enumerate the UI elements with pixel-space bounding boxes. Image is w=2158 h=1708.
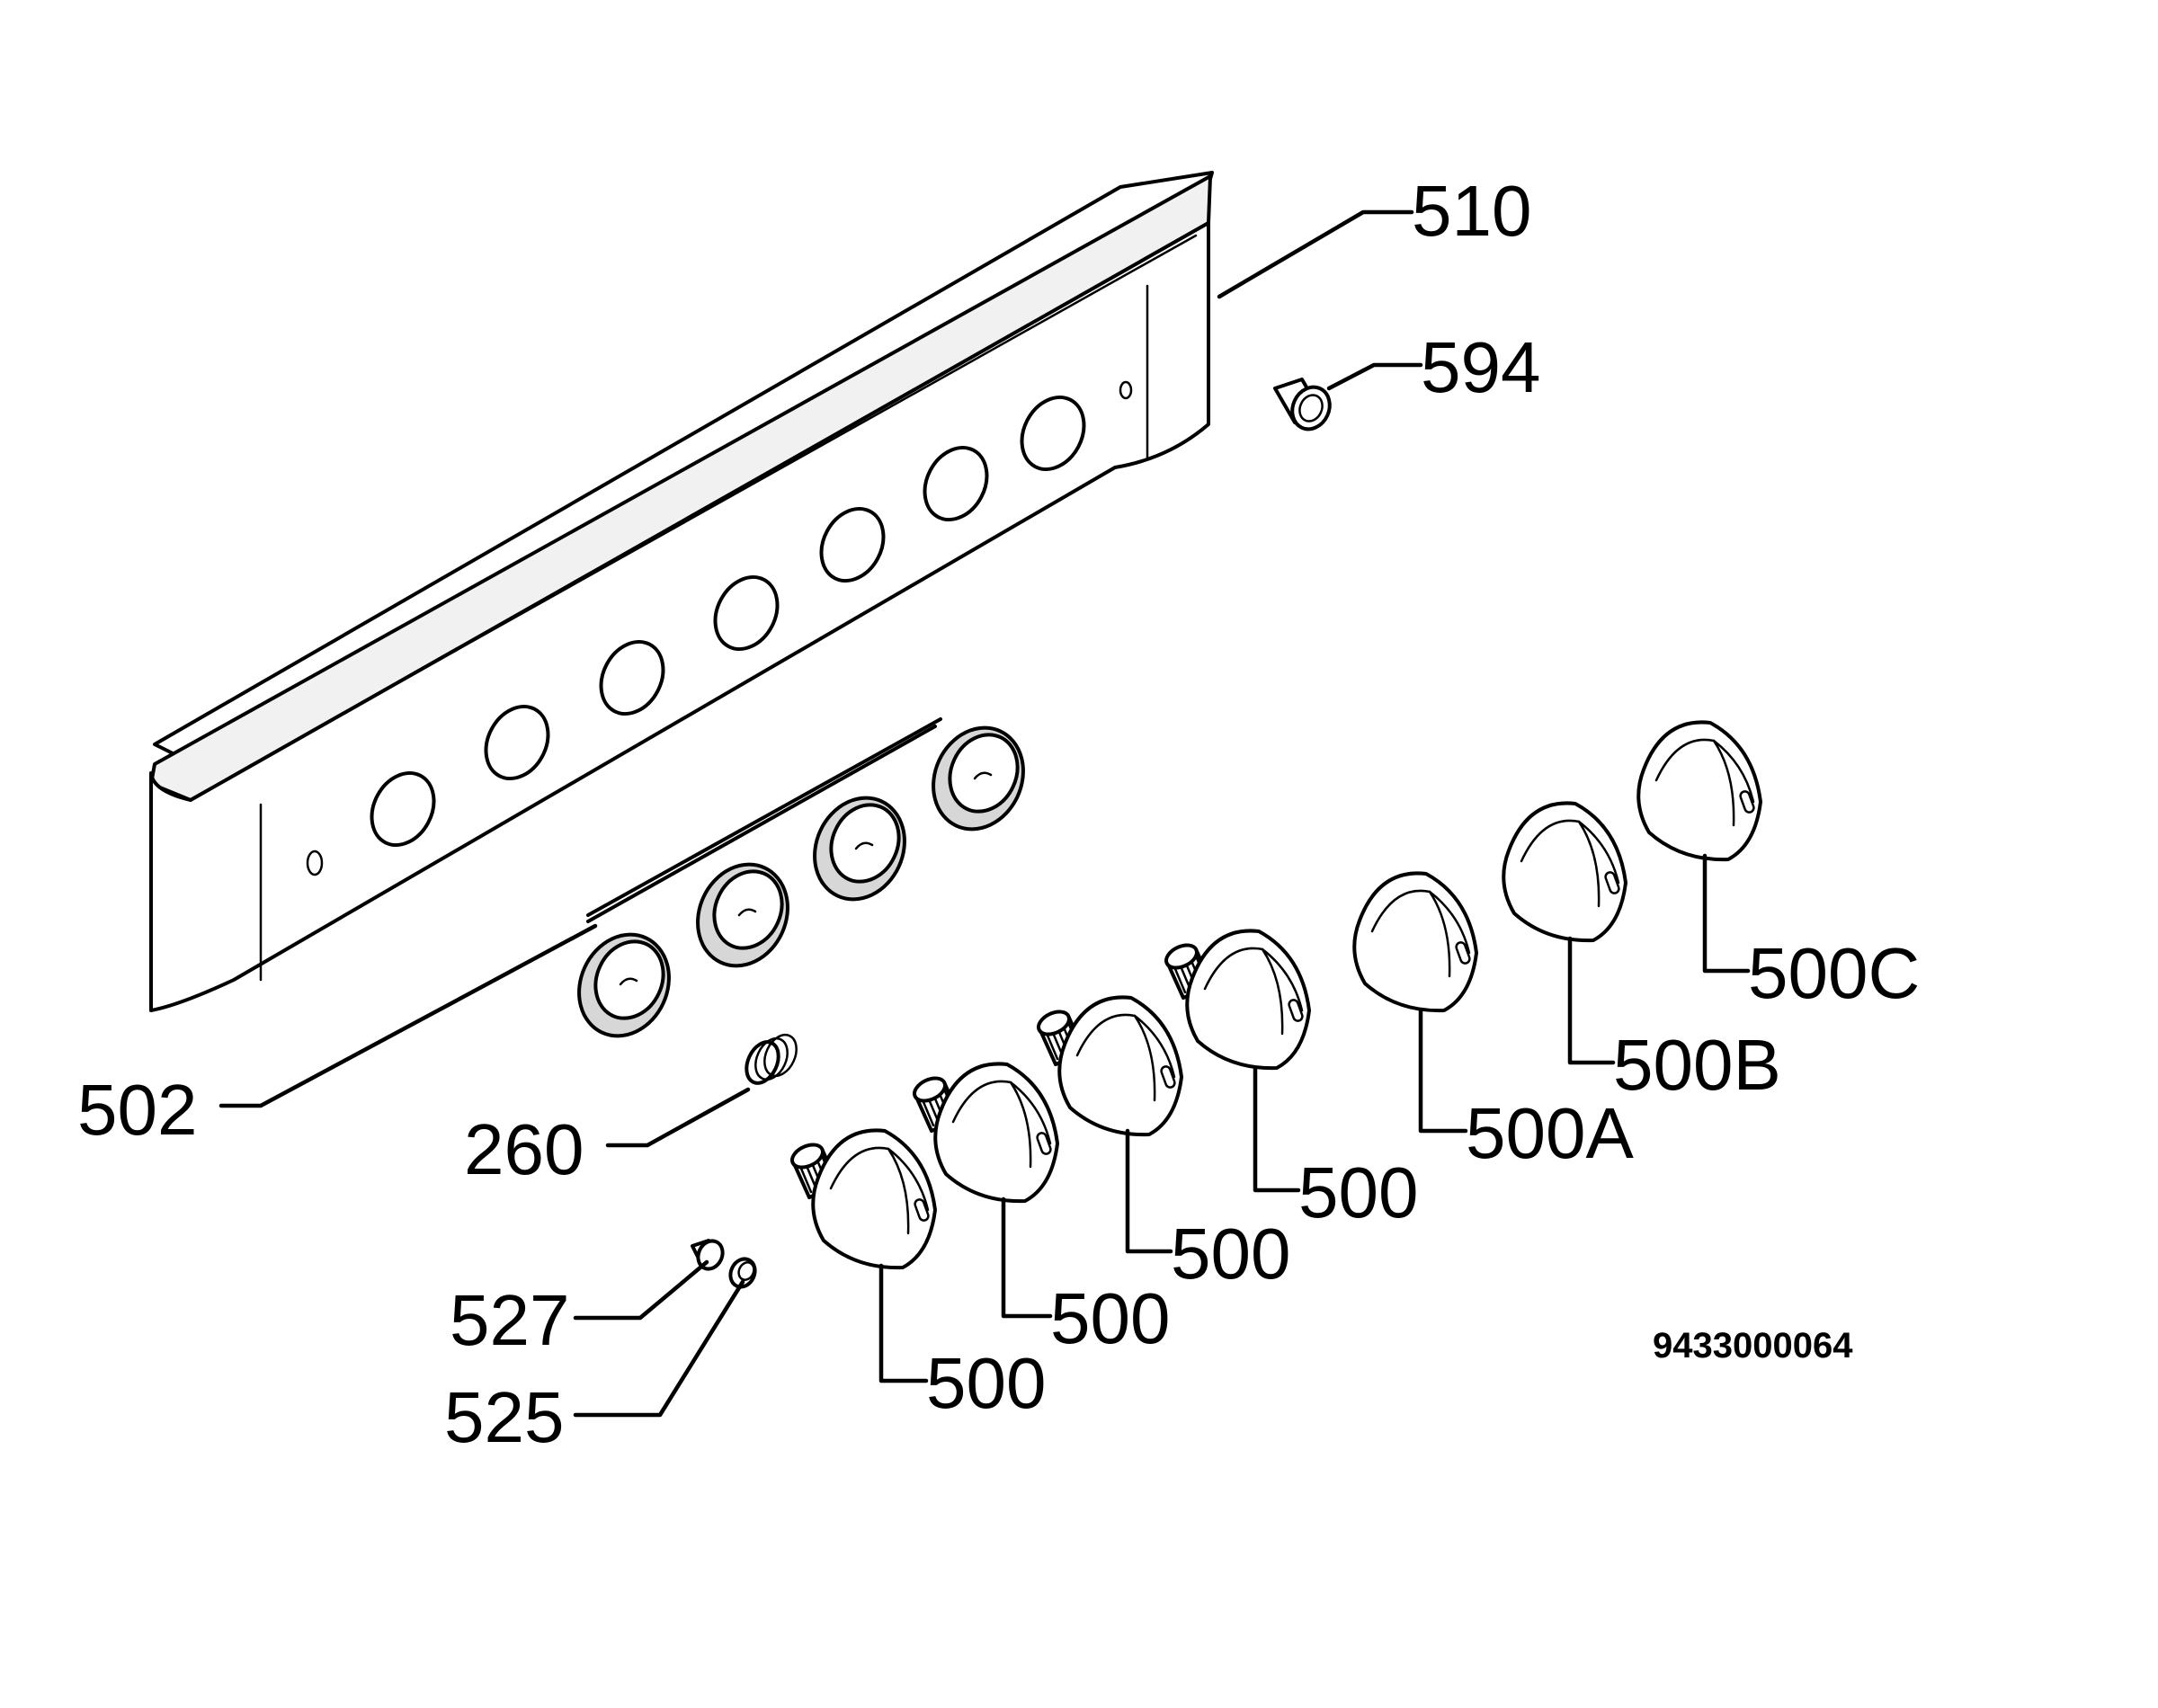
- callout-500A: 500A: [1466, 1093, 1634, 1173]
- leader-500B: [1567, 936, 1616, 1065]
- document-number: 9433000064: [1653, 1326, 1853, 1366]
- control-panel-fascia: [149, 171, 1214, 1012]
- callout-500-3: 500: [1171, 1214, 1290, 1294]
- leader-500C: [1702, 853, 1751, 974]
- callout-500-4: 500: [1298, 1152, 1418, 1232]
- leader-525: [573, 1279, 745, 1418]
- knob-body: [1636, 720, 1762, 862]
- callout-500B: 500B: [1613, 1025, 1781, 1105]
- bezel-ring: [932, 725, 1025, 832]
- knob-500B: [1502, 801, 1627, 943]
- bezel-ring: [813, 796, 906, 902]
- callout-500-2: 500: [1050, 1278, 1170, 1358]
- leader-260: [605, 1087, 751, 1148]
- leader-502: [218, 923, 598, 1108]
- callout-527: 527: [450, 1280, 569, 1360]
- leader-500-4: [1253, 1065, 1301, 1193]
- knob-body: [1352, 871, 1478, 1013]
- leader-527: [573, 1259, 709, 1321]
- callout-525: 525: [444, 1377, 564, 1457]
- callout-510: 510: [1412, 171, 1531, 251]
- leader-510: [1217, 209, 1414, 299]
- knob-500A: [1352, 871, 1478, 1013]
- leader-594: [1326, 362, 1423, 391]
- knob-500-4: [1164, 929, 1311, 1071]
- bezel-ring: [577, 932, 671, 1038]
- indicator-lens-594: [1273, 378, 1332, 431]
- leader-500A: [1418, 1008, 1468, 1134]
- leader-500-3: [1125, 1128, 1173, 1254]
- knob-500-3: [1037, 995, 1183, 1137]
- leader-500-2: [1001, 1196, 1053, 1319]
- knob-500C: [1636, 720, 1762, 862]
- callout-502: 502: [77, 1070, 197, 1150]
- knob-body: [1502, 801, 1627, 943]
- control-knobs: [790, 720, 1762, 1270]
- callout-500C: 500C: [1748, 933, 1920, 1013]
- callout-260: 260: [464, 1109, 584, 1189]
- spring-260: [745, 1033, 798, 1085]
- callout-labels: 510 594 502 260 527 525 500 500 500 500 …: [77, 171, 1920, 1457]
- bezel-ring: [696, 862, 789, 968]
- knob-body: [1057, 995, 1183, 1137]
- knob-body: [1185, 929, 1311, 1071]
- callout-500-1: 500: [926, 1343, 1046, 1423]
- bezel-ring-assembly: [577, 717, 1025, 1038]
- cap-525: [728, 1257, 757, 1289]
- callout-594: 594: [1421, 327, 1540, 407]
- knob-500-1: [790, 1128, 937, 1270]
- knob-body: [933, 1062, 1059, 1204]
- knob-body: [811, 1128, 937, 1270]
- leader-500-1: [878, 1263, 929, 1383]
- leader-lines: [218, 209, 1751, 1418]
- knob-500-2: [913, 1062, 1059, 1204]
